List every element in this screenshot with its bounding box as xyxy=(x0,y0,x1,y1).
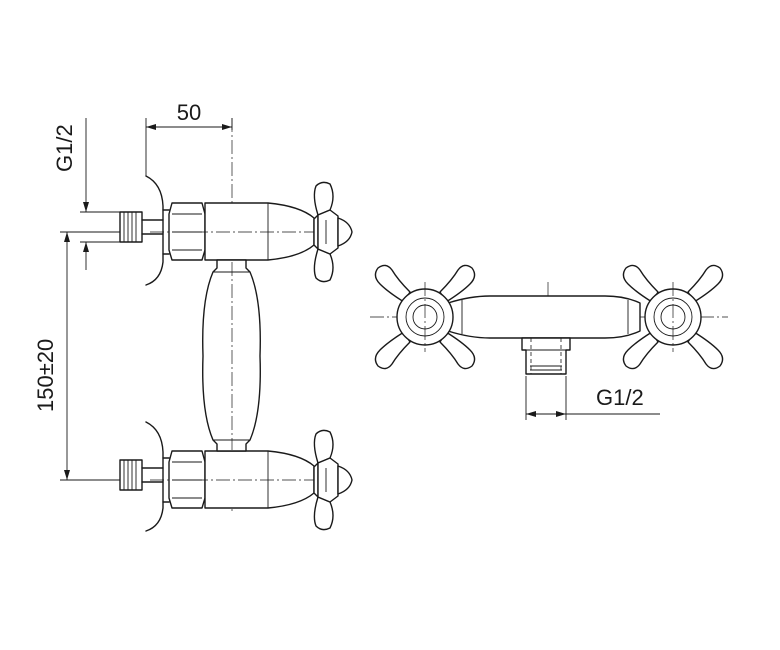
dimension-inlet-thread xyxy=(80,118,120,270)
width-dimension-label: 50 xyxy=(177,100,201,125)
top-view-body xyxy=(447,295,641,339)
top-cross-handle xyxy=(313,181,353,283)
top-hex-nut xyxy=(162,202,206,261)
bottom-valve-body xyxy=(204,450,315,509)
dimension-width xyxy=(145,118,233,176)
bottom-inlet-nipple xyxy=(119,459,164,491)
dimension-outlet-thread xyxy=(525,376,660,420)
left-cross-handle-top xyxy=(374,264,476,370)
bottom-hex-nut xyxy=(162,450,206,509)
bottom-cross-handle xyxy=(313,429,353,531)
outlet-nipple xyxy=(521,337,571,375)
bottom-wall-flange xyxy=(145,421,164,532)
top-wall-flange xyxy=(145,175,164,286)
right-cross-handle-top xyxy=(622,264,724,370)
top-valve-body xyxy=(204,202,315,261)
outlet-thread-label: G1/2 xyxy=(596,385,644,410)
connecting-column xyxy=(202,259,261,452)
side-view: 50 G1/2 150±20 xyxy=(33,100,353,532)
top-inlet-nipple xyxy=(119,211,164,243)
spacing-dimension-label: 150±20 xyxy=(33,339,58,412)
inlet-thread-label: G1/2 xyxy=(52,124,77,172)
dimension-spacing xyxy=(60,231,120,481)
top-view: G1/2 xyxy=(370,264,728,420)
